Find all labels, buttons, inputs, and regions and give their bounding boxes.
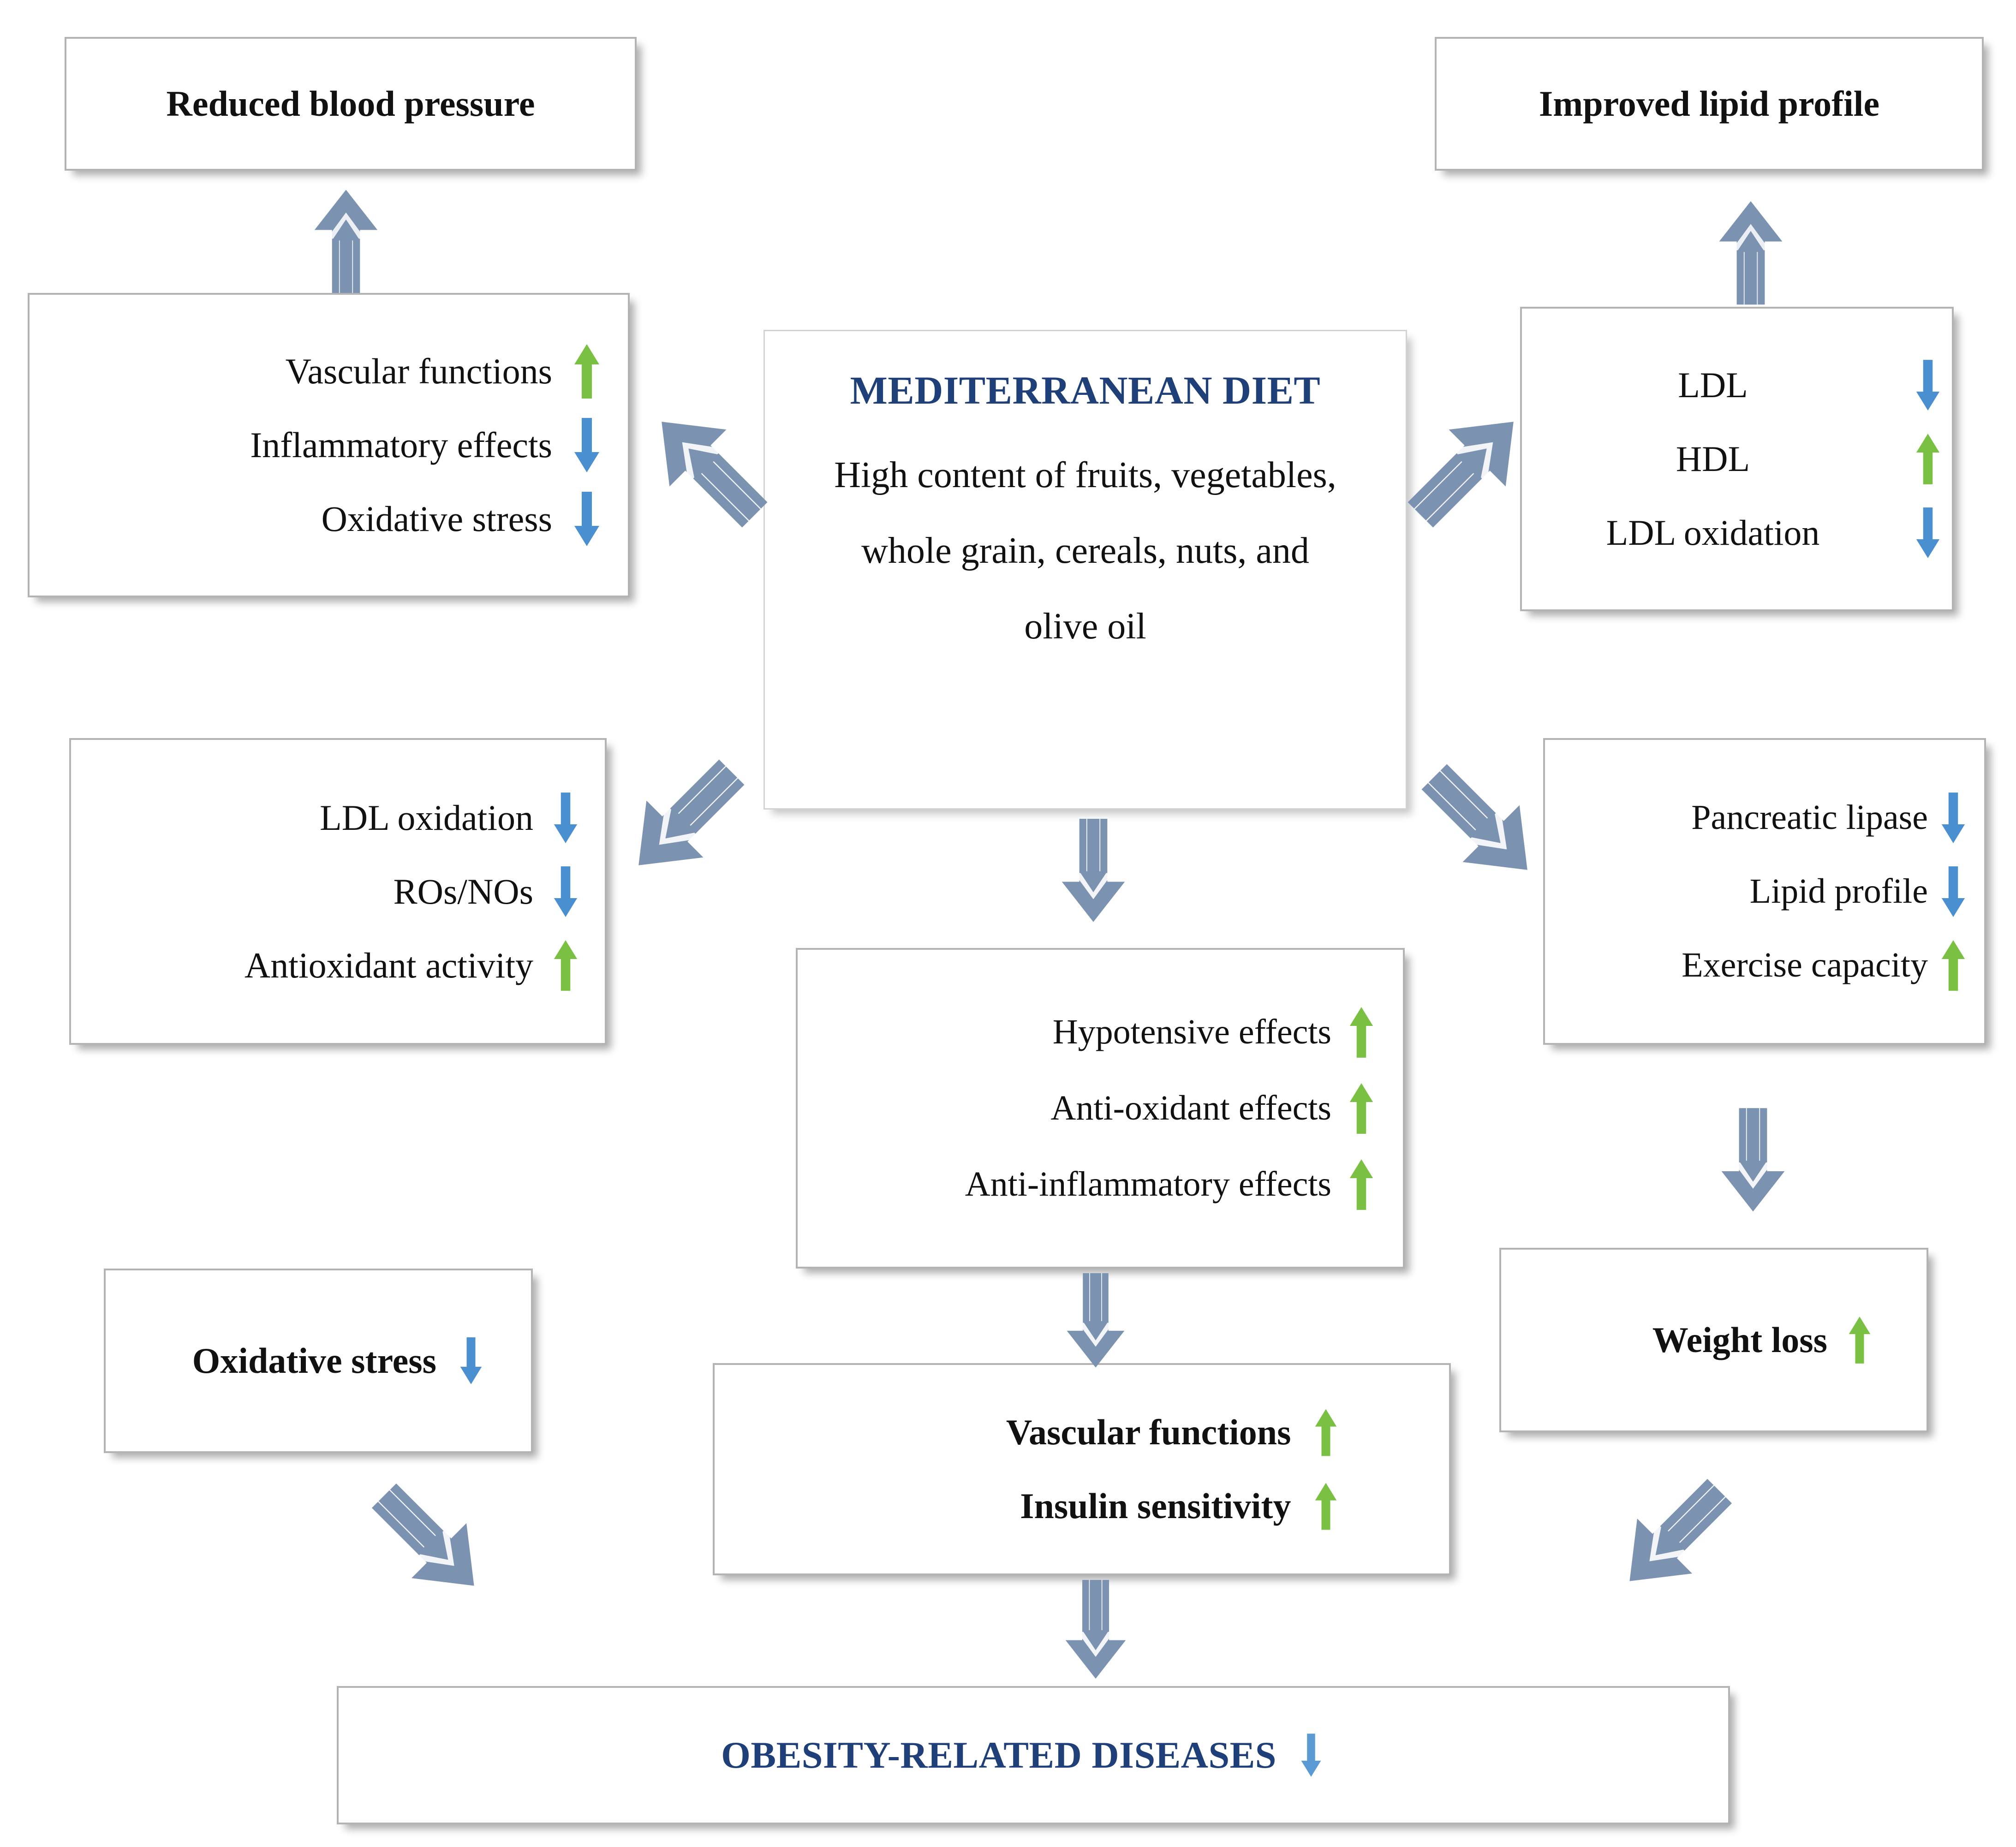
- node-obesity-related-diseases[interactable]: OBESITY-RELATED DISEASES: [337, 1686, 1730, 1824]
- down-arrow-icon: [1905, 506, 1951, 560]
- table-row: Vascular functions: [23, 334, 621, 408]
- row-list: LDL HDL LDL oxidation: [1521, 348, 1953, 570]
- row-label: Exercise capacity: [1682, 946, 1928, 984]
- row-list: Vascular functions Insulin sensitivity: [626, 1395, 1538, 1543]
- row-label: Lipid profile: [1749, 872, 1928, 911]
- up-arrow-icon: [552, 343, 621, 399]
- up-arrow-icon: [1331, 1081, 1391, 1136]
- table-row: LDL oxidation: [64, 781, 598, 855]
- row-label: Antioxidant activity: [244, 945, 533, 985]
- table-row: HDL: [1521, 422, 1951, 496]
- row-label: Inflammatory effects: [250, 425, 552, 465]
- down-arrow-icon: [552, 417, 621, 473]
- connector-lipids-to-improved-lipid: [1707, 194, 1795, 307]
- connector-vascular-insulin-to-obesity: [1052, 1580, 1139, 1684]
- table-row: Exercise capacity: [1539, 929, 1979, 1002]
- table-row: Pancreatic lipase: [1539, 781, 1979, 855]
- table-row: Hypotensive effects: [786, 994, 1391, 1070]
- down-arrow-icon: [533, 791, 598, 845]
- row-label: Oxidative stress: [192, 1341, 436, 1381]
- connector-oxidative-stress-to-obesity: [364, 1476, 498, 1610]
- up-arrow-icon: [1291, 1406, 1360, 1459]
- row-label: Oxidative stress: [321, 499, 552, 539]
- table-row: Lipid profile: [1539, 855, 1979, 929]
- table-row: ROs/NOs: [64, 855, 598, 929]
- center-description-line: whole grain, cereals, nuts, and: [861, 530, 1309, 571]
- center-description: High content of fruits, vegetables, whol…: [784, 437, 1387, 664]
- up-arrow-icon: [1331, 1005, 1391, 1060]
- node-mediterranean-diet[interactable]: MEDITERRANEAN DIET High content of fruit…: [763, 330, 1407, 810]
- table-row: Oxidative stress: [106, 1326, 531, 1395]
- connector-diet-to-lipids-right: [1400, 397, 1539, 535]
- row-label: LDL: [1678, 365, 1748, 405]
- row-list: Vascular functions Inflammatory effects …: [23, 334, 634, 556]
- table-row: Weight loss: [1501, 1305, 1927, 1375]
- table-row: Inflammatory effects: [23, 408, 621, 482]
- table-row: Insulin sensitivity: [626, 1469, 1360, 1543]
- up-arrow-icon: [1291, 1480, 1360, 1533]
- row-list: Hypotensive effects Anti-oxidant effects…: [786, 994, 1414, 1222]
- row-label: Anti-inflammatory effects: [965, 1165, 1331, 1204]
- node-label: Improved lipid profile: [1539, 83, 1880, 124]
- row-label: Vascular functions: [285, 351, 552, 391]
- row-label: Hypotensive effects: [1052, 1013, 1331, 1051]
- up-arrow-icon: [1331, 1157, 1391, 1212]
- up-arrow-icon: [1827, 1314, 1892, 1366]
- table-row: Antioxidant activity: [64, 929, 598, 1002]
- down-arrow-icon: [1276, 1729, 1346, 1781]
- center-description-line: olive oil: [1024, 606, 1146, 647]
- down-arrow-icon: [1928, 791, 1979, 845]
- node-label: Reduced blood pressure: [166, 83, 535, 124]
- connector-diet-to-effects-center: [1050, 819, 1137, 927]
- connector-diet-to-lipase-right: [1414, 757, 1552, 895]
- node-improved-lipid-profile[interactable]: Improved lipid profile: [1435, 37, 1984, 171]
- connector-lipase-to-weight-loss: [1709, 1102, 1797, 1222]
- row-label: OBESITY-RELATED DISEASES: [721, 1734, 1276, 1776]
- row-label: Insulin sensitivity: [1020, 1486, 1291, 1526]
- table-row: Oxidative stress: [23, 482, 621, 556]
- down-arrow-icon: [533, 864, 598, 919]
- table-row: Vascular functions: [626, 1395, 1360, 1469]
- row-label: Anti-oxidant effects: [1050, 1089, 1331, 1127]
- table-row: Anti-oxidant effects: [786, 1070, 1391, 1146]
- node-oxidative-stress[interactable]: Oxidative stress: [104, 1269, 533, 1453]
- down-arrow-icon: [1905, 358, 1951, 412]
- row-label: HDL: [1676, 439, 1750, 479]
- center-description-line: High content of fruits, vegetables,: [834, 455, 1336, 495]
- connector-diet-to-vascular-left: [637, 397, 775, 535]
- row-label: LDL oxidation: [1606, 512, 1820, 553]
- table-row: OBESITY-RELATED DISEASES: [339, 1718, 1728, 1792]
- connector-vascular-to-reduced-bp: [302, 185, 390, 293]
- row-list: LDL oxidation ROs/NOs Antioxidant activi…: [64, 781, 612, 1002]
- row-label: Vascular functions: [1006, 1412, 1291, 1452]
- down-arrow-icon: [436, 1335, 506, 1387]
- node-vascular-insulin[interactable]: Vascular functions Insulin sensitivity: [713, 1363, 1451, 1575]
- connector-weight-loss-to-obesity: [1605, 1472, 1739, 1605]
- down-arrow-icon: [1928, 864, 1979, 919]
- node-lipids-right[interactable]: LDL HDL LDL oxidation: [1520, 307, 1954, 611]
- node-reduced-blood-pressure[interactable]: Reduced blood pressure: [65, 37, 637, 171]
- connector-effects-to-vascular-insulin: [1052, 1273, 1139, 1372]
- row-label: Pancreatic lipase: [1691, 798, 1928, 837]
- center-heading: MEDITERRANEAN DIET: [850, 368, 1321, 412]
- down-arrow-icon: [552, 491, 621, 547]
- table-row: LDL oxidation: [1521, 496, 1951, 570]
- node-weight-loss[interactable]: Weight loss: [1499, 1248, 1928, 1432]
- row-label: LDL oxidation: [320, 797, 533, 838]
- node-pancreatic-lipase[interactable]: Pancreatic lipase Lipid profile Exercise…: [1543, 738, 1986, 1045]
- row-list: Pancreatic lipase Lipid profile Exercise…: [1539, 781, 1990, 1002]
- table-row: Anti-inflammatory effects: [786, 1146, 1391, 1222]
- up-arrow-icon: [1905, 432, 1951, 486]
- node-ldl-oxidation-left[interactable]: LDL oxidation ROs/NOs Antioxidant activi…: [69, 738, 607, 1045]
- node-vascular-functions-left[interactable]: Vascular functions Inflammatory effects …: [28, 293, 630, 597]
- table-row: LDL: [1521, 348, 1951, 422]
- row-label: Weight loss: [1652, 1320, 1827, 1360]
- node-effects-center[interactable]: Hypotensive effects Anti-oxidant effects…: [796, 948, 1405, 1269]
- row-label: ROs/NOs: [393, 871, 533, 912]
- up-arrow-icon: [1928, 938, 1979, 993]
- up-arrow-icon: [533, 938, 598, 993]
- connector-diet-to-oxidation-left: [614, 752, 752, 890]
